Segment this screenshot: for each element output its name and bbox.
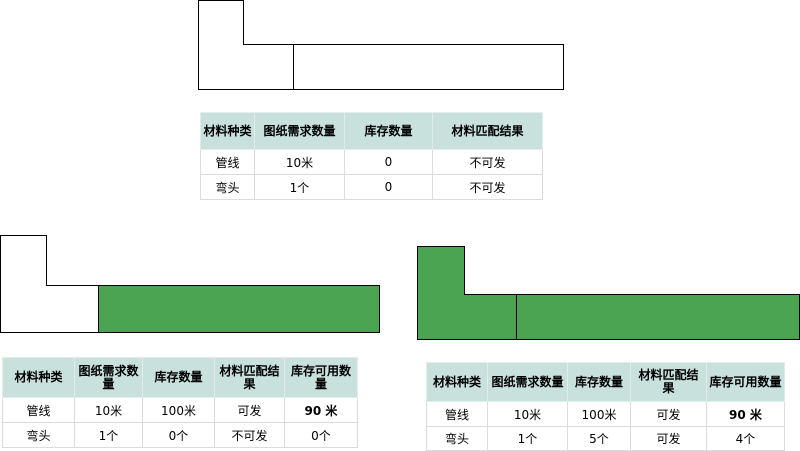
header-demand: 图纸需求数量 [254,112,345,150]
left-pipe [98,285,380,333]
header-stock: 库存数量 [344,112,433,150]
right-elbow-horizontal [417,294,517,340]
cell-demand: 1个 [254,174,345,200]
table-row: 管线 10米 100米 可发 90 米 [2,397,358,423]
cell-match: 可发 [630,401,707,427]
cell-match: 可发 [630,426,707,451]
cell-match: 不可发 [432,149,543,175]
header-stock: 库存数量 [142,357,215,398]
top-pipe [293,44,564,90]
cell-avail: 0个 [284,422,358,448]
table-row: 管线 10米 100米 可发 90 米 [426,401,785,427]
top-elbow-cover [199,43,243,46]
header-demand: 图纸需求数量 [74,357,143,398]
right-pipe [516,294,800,340]
cell-demand: 10米 [254,149,345,175]
header-match: 材料匹配结果 [630,362,707,402]
cell-avail: 4个 [706,426,785,451]
cell-stock: 100米 [142,397,215,423]
cell-demand: 1个 [74,422,143,448]
cell-match: 不可发 [214,422,285,448]
left-elbow-cover [1,284,46,287]
material-table-right: 材料种类 图纸需求数量 库存数量 材料匹配结果 库存可用数量 管线 10米 10… [426,362,785,451]
cell-type: 弯头 [426,426,488,451]
cell-type: 弯头 [2,422,75,448]
cell-match: 可发 [214,397,285,423]
table-row: 弯头 1个 0个 不可发 0个 [2,422,358,448]
cell-avail: 90 米 [284,397,358,423]
cell-type: 管线 [200,149,255,175]
header-match: 材料匹配结果 [432,112,543,150]
header-match: 材料匹配结果 [214,357,285,398]
cell-demand: 10米 [487,401,568,427]
header-avail: 库存可用数量 [706,362,785,402]
table-row: 弯头 1个 5个 可发 4个 [426,426,785,451]
cell-stock: 0 [344,174,433,200]
cell-demand: 1个 [487,426,568,451]
header-demand: 图纸需求数量 [487,362,568,402]
material-table-left: 材料种类 图纸需求数量 库存数量 材料匹配结果 库存可用数量 管线 10米 10… [2,357,358,448]
table-row: 管线 10米 0 不可发 [200,149,543,175]
header-type: 材料种类 [200,112,255,150]
table-row: 弯头 1个 0 不可发 [200,174,543,200]
cell-stock: 0 [344,149,433,175]
cell-stock: 0个 [142,422,215,448]
cell-demand: 10米 [74,397,143,423]
cell-stock: 100米 [567,401,631,427]
left-elbow-horizontal [0,285,99,333]
header-stock: 库存数量 [567,362,631,402]
cell-type: 弯头 [200,174,255,200]
top-elbow-horizontal [198,44,294,90]
header-avail: 库存可用数量 [284,357,358,398]
cell-type: 管线 [426,401,488,427]
header-type: 材料种类 [2,357,75,398]
cell-type: 管线 [2,397,75,423]
cell-stock: 5个 [567,426,631,451]
right-elbow-cover [418,293,464,296]
cell-avail: 90 米 [706,401,785,427]
cell-match: 不可发 [432,174,543,200]
header-type: 材料种类 [426,362,488,402]
material-table-top: 材料种类 图纸需求数量 库存数量 材料匹配结果 管线 10米 0 不可发 弯头 … [200,112,543,200]
